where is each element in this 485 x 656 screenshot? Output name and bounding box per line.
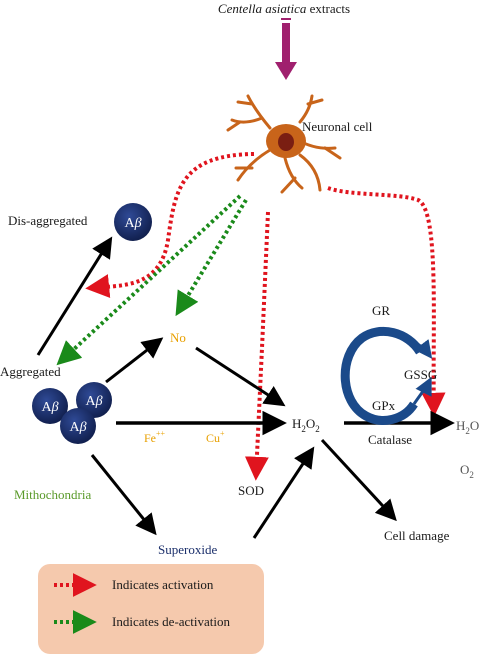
arrow-ab-to-superoxide (90, 454, 157, 536)
arrow-ab-to-no (105, 337, 164, 384)
dis-aggregated-label: Dis-aggregated (8, 213, 88, 228)
deactivation-arrow-no (175, 198, 248, 317)
mitochondria-label: Mithochondria (14, 487, 91, 502)
no-label: No (170, 330, 186, 345)
legend: Indicates activation Indicates de-activa… (38, 564, 264, 654)
neuron-icon (226, 94, 342, 194)
arrow-h2o2-to-cell-damage (320, 438, 397, 522)
top-arrow-icon (275, 18, 297, 80)
o2-label: O2 (460, 462, 474, 480)
h2o-label: H2O (456, 418, 479, 436)
cu-label: Cu+ (206, 429, 225, 445)
title-text: Centella asiatica extracts (218, 1, 350, 16)
legend-activation-label: Indicates activation (112, 577, 214, 592)
gr-label: GR (372, 303, 390, 318)
deactivation-arrow-aggregated (56, 194, 242, 366)
h2o2-label: H2O2 (292, 416, 320, 434)
activation-arrow-disaggregate (85, 152, 255, 299)
cell-damage-label: Cell damage (384, 528, 450, 543)
aggregated-label: Aggregated (0, 364, 61, 379)
svg-text:Aβ: Aβ (69, 420, 86, 435)
arrow-superoxide-to-h2o2 (252, 446, 315, 539)
fe-label: Fe++ (144, 429, 166, 445)
catalase-label: Catalase (368, 432, 412, 447)
gssg-label: GSSG (404, 367, 437, 382)
svg-text:Aβ: Aβ (41, 400, 58, 415)
sod-label: SOD (238, 483, 264, 498)
activation-arrow-gssg (327, 186, 446, 417)
superoxide-label: Superoxide (158, 542, 217, 557)
svg-text:Aβ: Aβ (124, 216, 141, 231)
legend-deactivation-label: Indicates de-activation (112, 614, 231, 629)
arrow-no-to-h2o2 (195, 346, 286, 407)
arrow-aggregated-to-disaggregated (36, 236, 113, 356)
svg-text:Aβ: Aβ (85, 394, 102, 409)
gpx-label: GPx (372, 398, 396, 413)
activation-arrow-sod (244, 211, 270, 481)
ab-disaggregated-node: Aβ (114, 203, 152, 241)
ab-aggregated-cluster: Aβ Aβ Aβ (32, 382, 112, 444)
glutathione-cycle-icon (340, 326, 433, 425)
neuronal-cell-label: Neuronal cell (302, 119, 373, 134)
